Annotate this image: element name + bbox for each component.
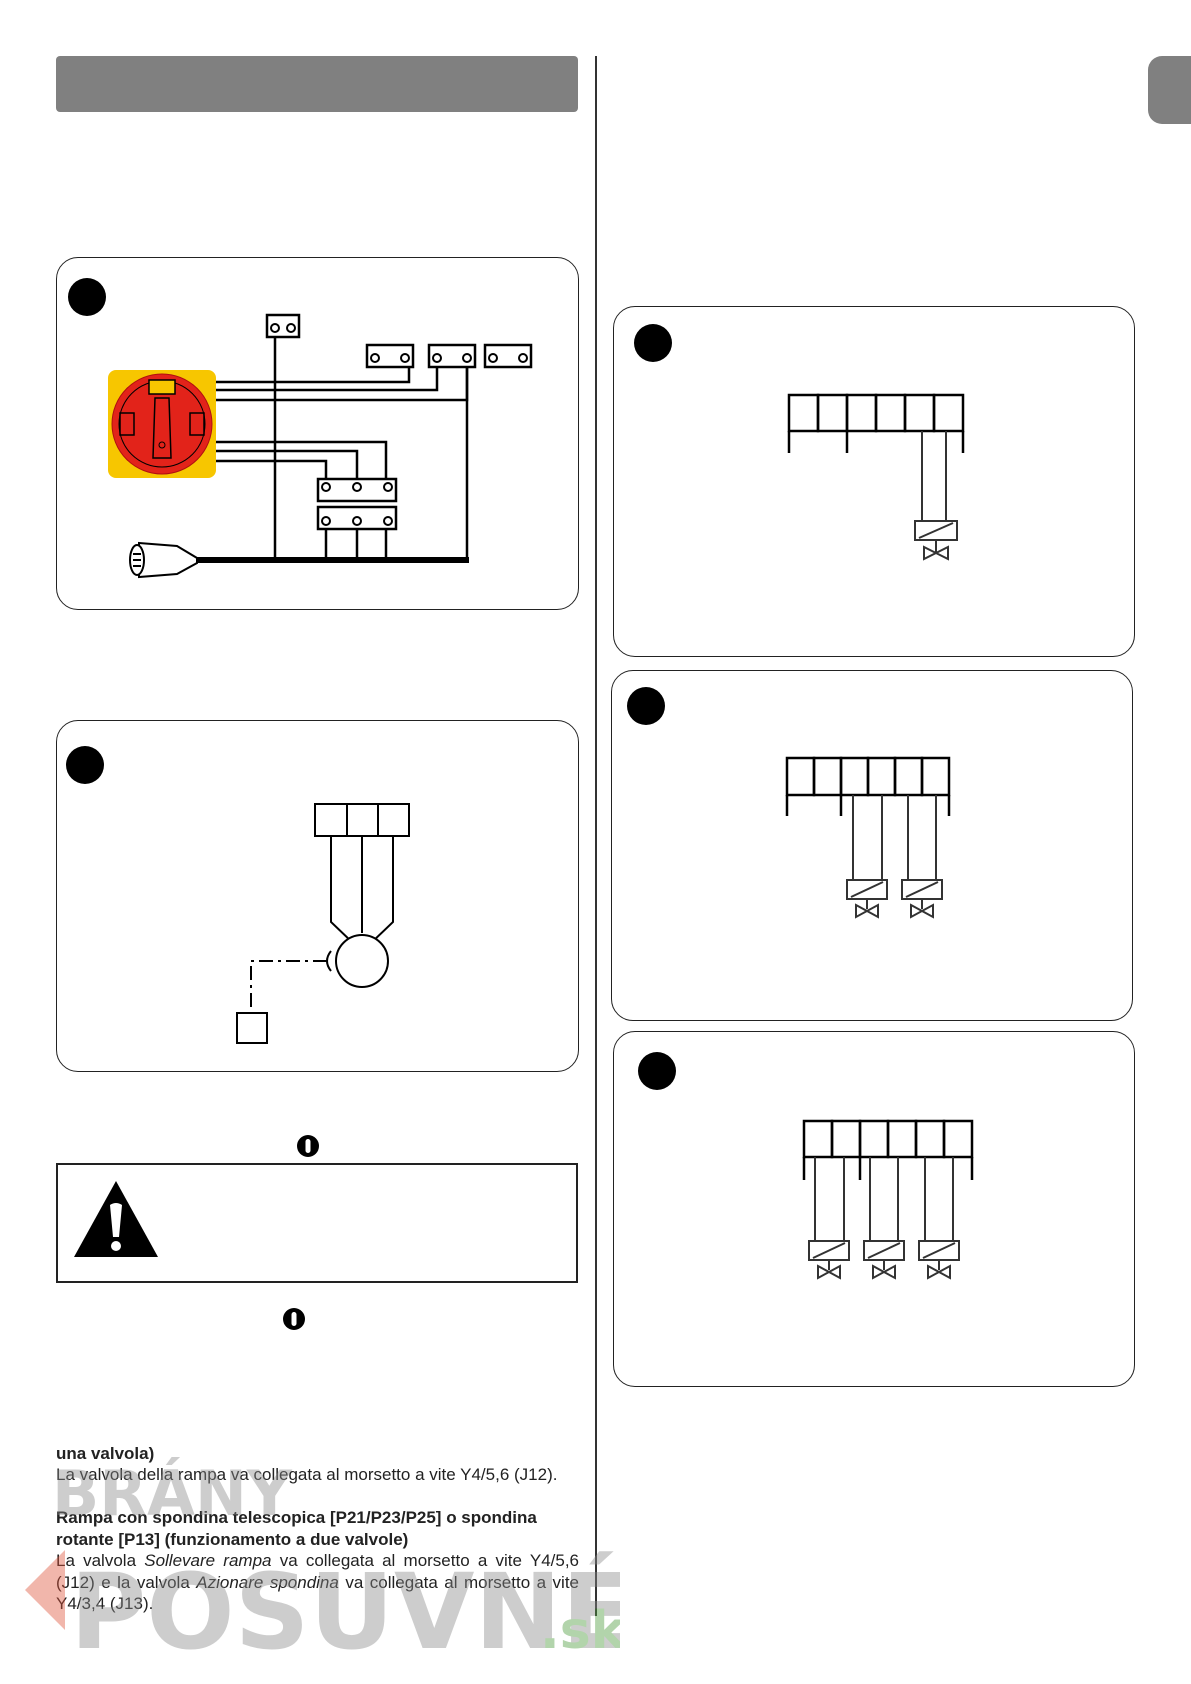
figure-number-marker <box>68 278 106 316</box>
figure-number-marker <box>66 746 104 784</box>
motor-diagram-svg <box>236 803 410 1044</box>
main-switch-icon <box>108 370 216 478</box>
language-side-tab <box>1148 56 1191 124</box>
wiring-diagram-svg <box>108 313 533 579</box>
section-header-bar <box>56 56 578 112</box>
info-icon <box>283 1308 305 1330</box>
figure-three-valves <box>613 1031 1135 1387</box>
valve-diagram-svg <box>785 756 951 919</box>
paragraph-body: La valvola della rampa va collegata al m… <box>56 1465 558 1484</box>
solenoid-valve-icon <box>914 431 958 561</box>
paragraph-body: La valvola Sollevare rampa va collegata … <box>56 1551 580 1613</box>
figure-motor-wiring <box>56 720 579 1072</box>
motor-icon <box>335 934 389 988</box>
paragraph-heading: Rampa con spondina telescopica [P21/P23/… <box>56 1508 537 1549</box>
figure-number-marker <box>627 687 665 725</box>
solenoid-valve-icon <box>808 1157 850 1280</box>
figure-main-switch-wiring <box>56 257 579 610</box>
solenoid-valve-icon <box>863 1157 905 1280</box>
paragraph-heading: una valvola) <box>56 1444 155 1463</box>
info-icon <box>297 1135 319 1157</box>
power-plug-icon <box>129 541 198 579</box>
solenoid-valve-icon <box>846 795 888 919</box>
terminal-block <box>265 313 533 531</box>
valve-diagram-svg <box>802 1119 974 1280</box>
warning-box <box>56 1163 578 1283</box>
warning-triangle-icon <box>74 1181 158 1257</box>
valve-diagram-svg <box>787 393 965 561</box>
figure-one-valve <box>613 306 1135 657</box>
column-divider <box>595 56 597 1616</box>
figure-two-valves <box>611 670 1133 1021</box>
solenoid-valve-icon <box>901 795 943 919</box>
figure-number-marker <box>638 1052 676 1090</box>
figure-number-marker <box>634 324 672 362</box>
solenoid-valve-icon <box>918 1157 960 1280</box>
